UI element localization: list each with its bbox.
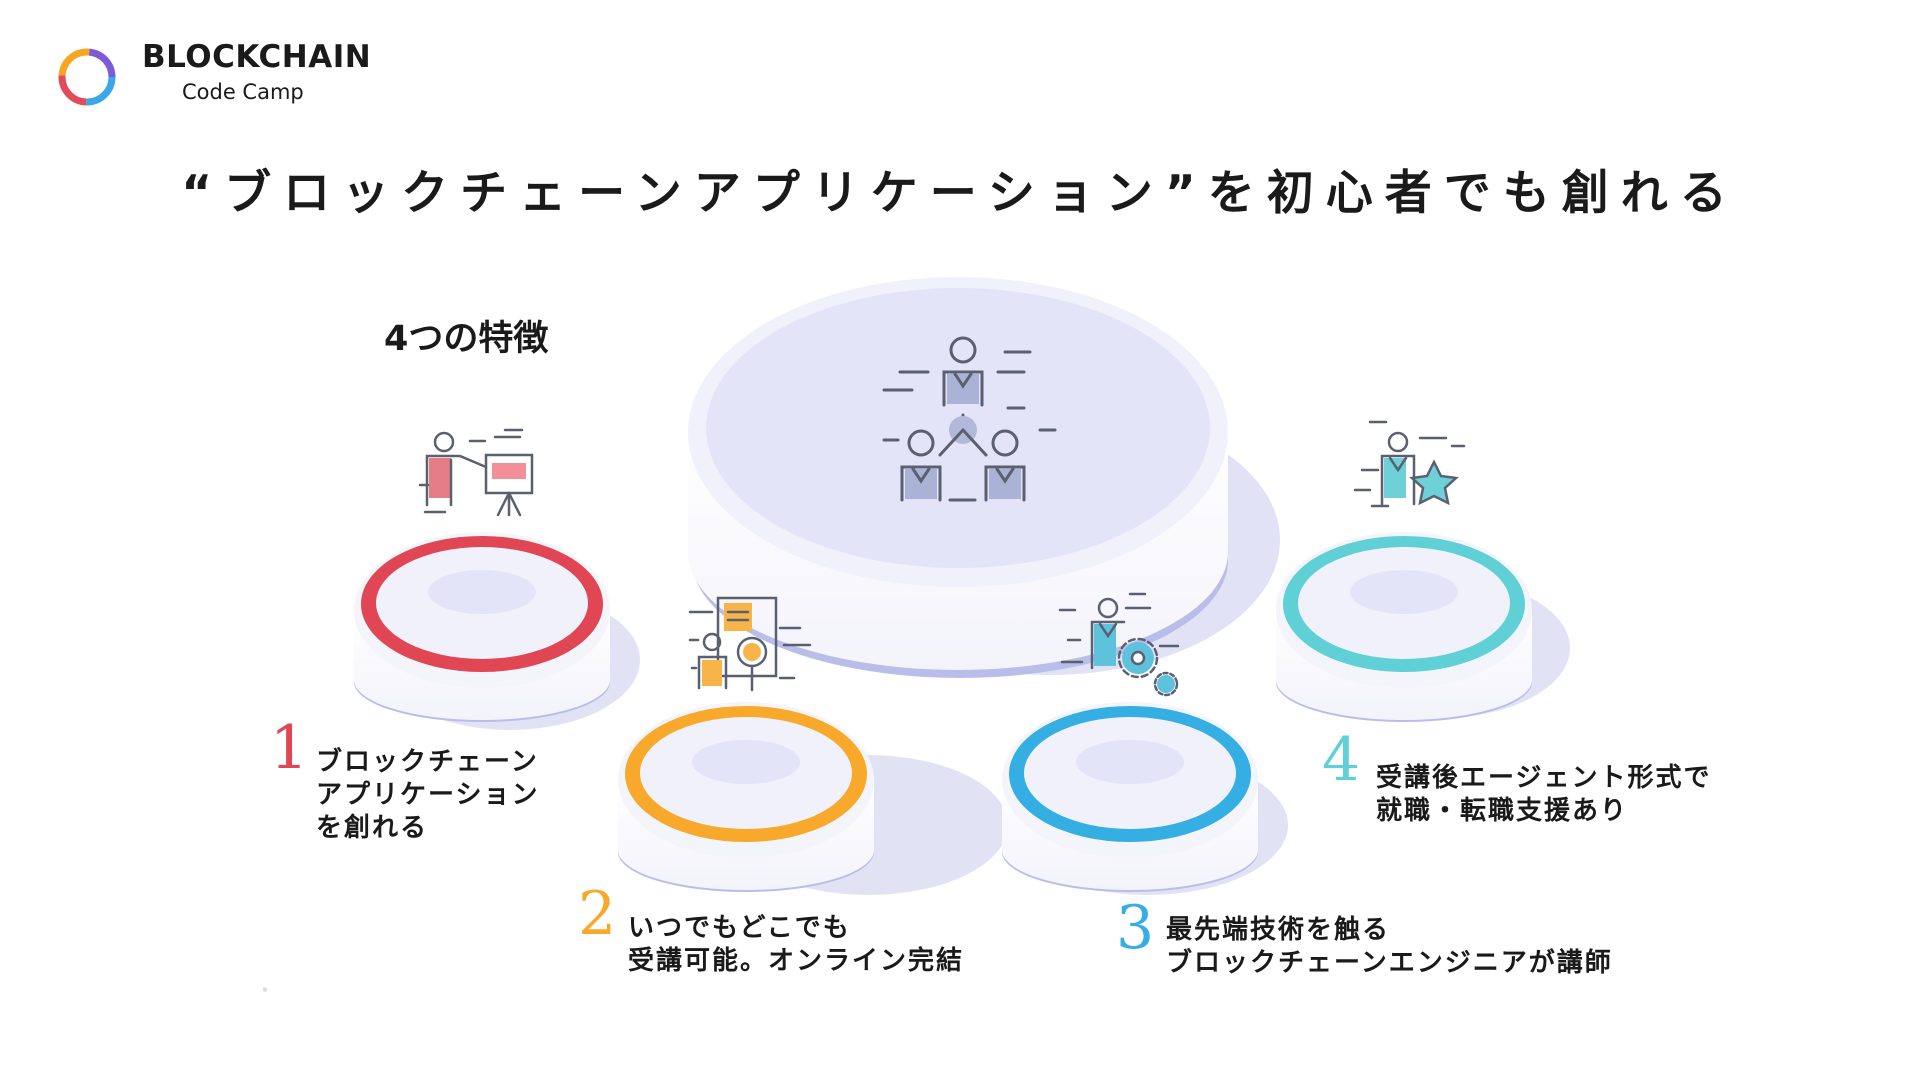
- platform-4: [1276, 532, 1570, 722]
- logo-ring-icon: [58, 48, 116, 106]
- features-title: 4つの特徴: [384, 319, 549, 359]
- engineer-gear-icon: [1058, 592, 1180, 697]
- feature-4-text: 受講後エージェント形式で 就職・転職支援あり: [1376, 762, 1711, 828]
- feature-3-line-1: 最先端技術を触る: [1166, 915, 1391, 945]
- feature-3-number: 3: [1116, 893, 1155, 963]
- brand-subtitle: Code Camp: [182, 80, 304, 104]
- brand-name: BLOCKCHAIN: [142, 39, 372, 75]
- feature-1-number: 1: [270, 713, 309, 783]
- footnote: ※: [262, 986, 268, 994]
- platform-1: [354, 532, 640, 730]
- feature-1-text: ブロックチェーン アプリケーション を創れる: [316, 746, 539, 845]
- person-star-icon: [1353, 420, 1466, 508]
- feature-2-line-1: いつでもどこでも: [628, 913, 851, 943]
- feature-4-number: 4: [1322, 725, 1361, 795]
- feature-2-line-2: 受講可能。オンライン完結: [628, 946, 965, 976]
- feature-4-line-1: 受講後エージェント形式で: [1376, 763, 1712, 793]
- feature-1-line-1: ブロックチェーン: [316, 747, 539, 777]
- platform-3: [1002, 702, 1288, 895]
- page-headline: “ブロックチェーンアプリケーション”を初心者でも創れる: [181, 166, 1739, 221]
- feature-2-text: いつでもどこでも 受講可能。オンライン完結: [628, 912, 964, 978]
- feature-3-text: 最先端技術を触る ブロックチェーンエンジニアが講師: [1166, 914, 1613, 980]
- team-network-icon: [882, 336, 1057, 502]
- magnifier-document-icon: [688, 596, 812, 692]
- platform-2: [618, 702, 1008, 895]
- feature-3-line-2: ブロックチェーンエンジニアが講師: [1166, 948, 1613, 978]
- presentation-icon: [418, 428, 534, 517]
- brand: BLOCKCHAIN Code Camp: [142, 42, 371, 103]
- feature-4-line-2: 就職・転職支援あり: [1376, 796, 1629, 826]
- feature-1-line-3: を創れる: [316, 813, 429, 843]
- feature-1-line-2: アプリケーション: [316, 780, 540, 810]
- feature-2-number: 2: [578, 879, 617, 949]
